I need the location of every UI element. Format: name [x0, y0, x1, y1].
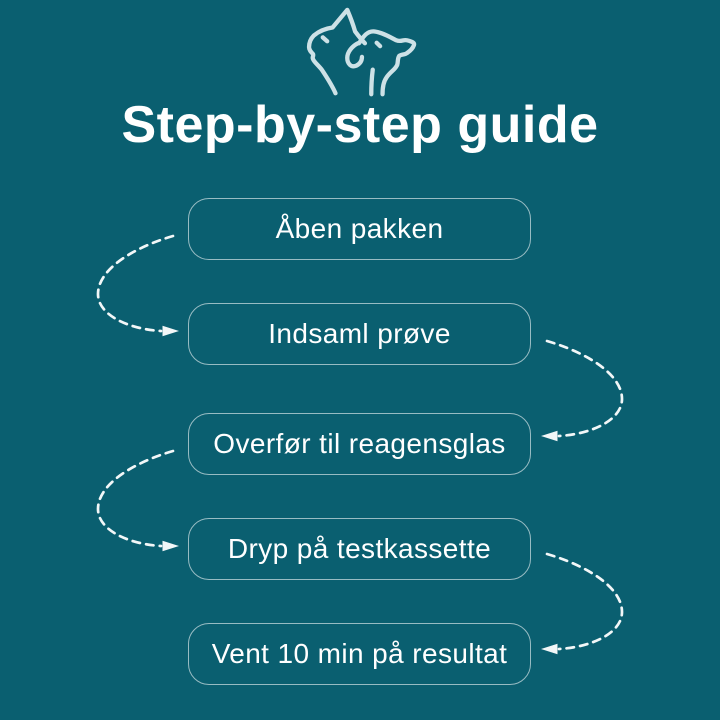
connector-arrow-2 [541, 339, 624, 442]
cat-eye [320, 35, 330, 44]
dog-outline [356, 29, 417, 97]
connector-arrow-1 [96, 234, 179, 337]
dog-eye [374, 40, 383, 49]
dog-neck-line [369, 67, 375, 97]
step-label-2: Indsaml prøve [268, 318, 451, 349]
step-box-4: Dryp på testkassette [188, 518, 531, 580]
connector-arrow-3 [96, 449, 179, 552]
step-label-3: Overfør til reagensglas [213, 428, 506, 459]
step-box-3: Overfør til reagensglas [188, 413, 531, 475]
step-box-1: Åben pakken [188, 198, 531, 260]
connector-arrow-4 [541, 552, 624, 655]
step-box-2: Indsaml prøve [188, 303, 531, 365]
dog-ear [345, 41, 365, 69]
step-box-5: Vent 10 min på resultat [188, 623, 531, 685]
step-label-1: Åben pakken [275, 213, 444, 244]
step-label-5: Vent 10 min på resultat [211, 638, 508, 669]
cat-outline [306, 7, 368, 96]
page-title: Step-by-step guide [121, 96, 599, 154]
cat-dog-icon [306, 7, 417, 97]
step-label-4: Dryp på testkassette [227, 533, 492, 564]
